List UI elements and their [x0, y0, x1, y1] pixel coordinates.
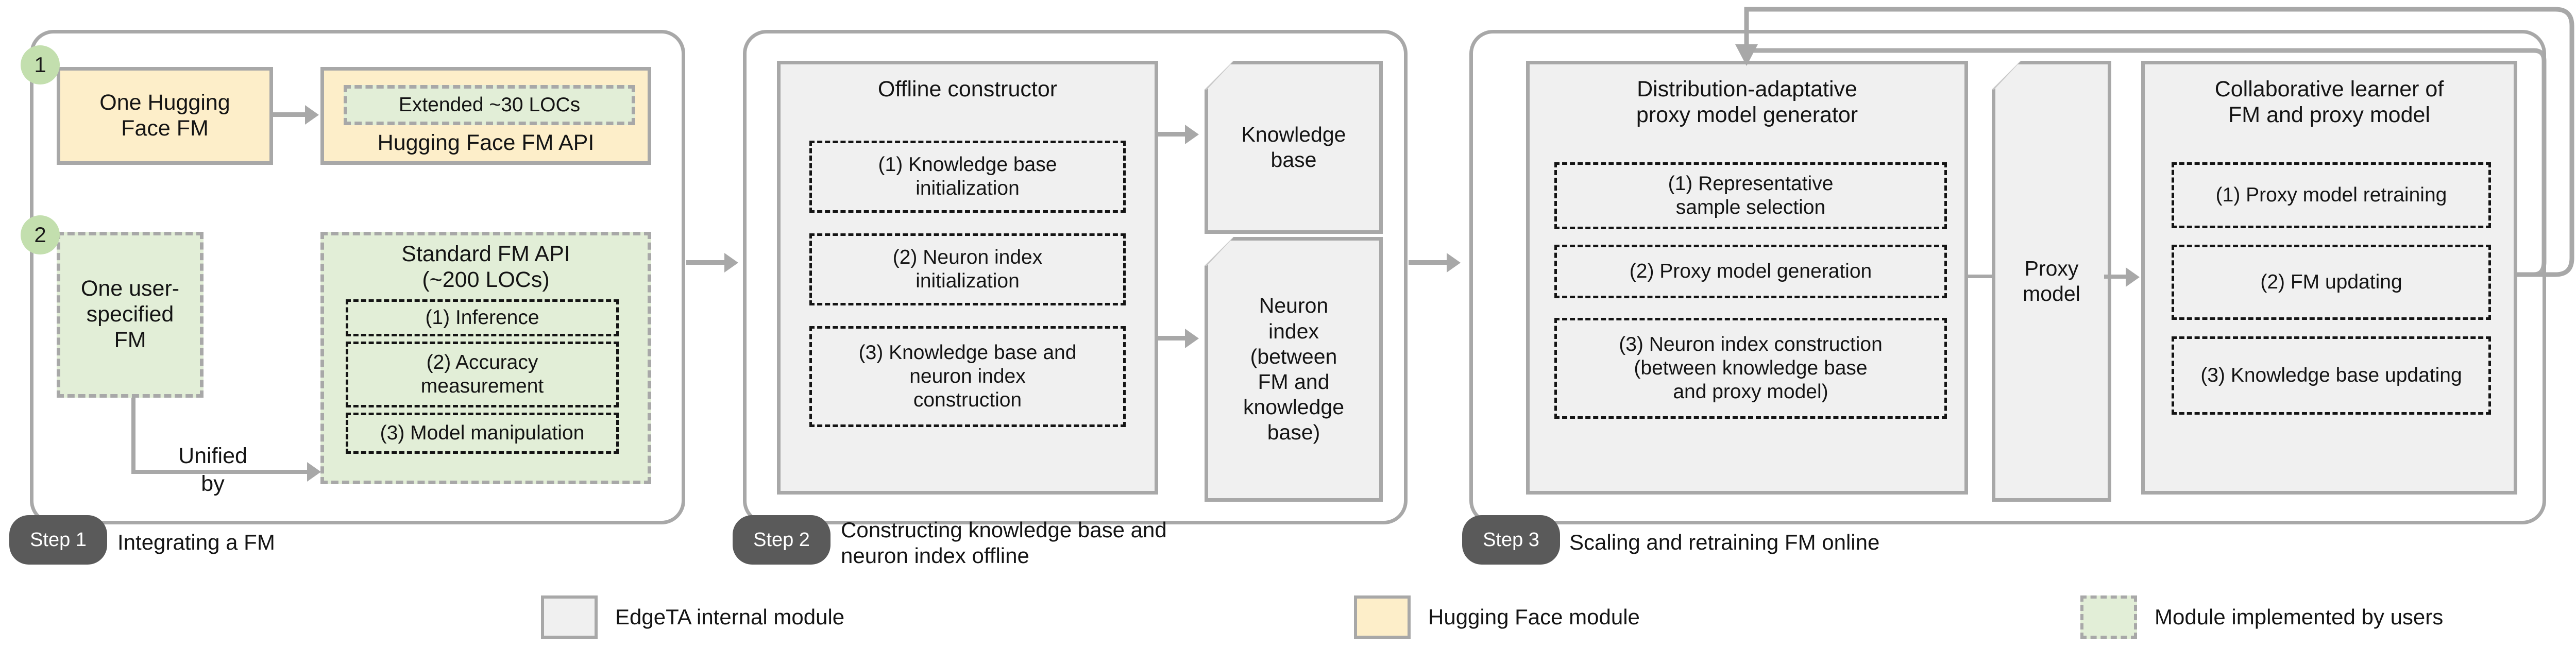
connector-generator-to-proxy-doc: [1968, 275, 1995, 278]
one-user-specified-fm-box[interactable]: One user- specified FM: [57, 232, 204, 398]
legend-swatch-user-icon: [2080, 595, 2137, 639]
arrow-offline-to-kb: [1185, 125, 1199, 144]
connector-unified-vertical: [131, 398, 135, 474]
step-pill-1: Step 1: [9, 515, 107, 565]
collaborative-learner-item-3[interactable]: (3) Knowledge base updating: [2172, 336, 2491, 415]
connector-unified-horizontal: [131, 470, 309, 474]
standard-api-item-2-label: (2) Accuracy measurement: [420, 351, 544, 397]
arrow-proxy-doc-to-learner: [2126, 267, 2140, 287]
one-hugging-face-fm-label: One Hugging Face FM: [99, 90, 230, 141]
step-caption-1: Integrating a FM: [117, 530, 275, 554]
standard-api-item-3[interactable]: (3) Model manipulation: [346, 413, 619, 454]
knowledge-base-document[interactable]: Knowledge base: [1205, 61, 1383, 234]
arrow-fm-to-api: [305, 105, 319, 125]
step-caption-3: Scaling and retraining FM online: [1569, 530, 1880, 554]
extended-30-locs-label: Extended ~30 LOCs: [398, 93, 581, 116]
offline-constructor-item-3[interactable]: (3) Knowledge base and neuron index cons…: [809, 326, 1126, 427]
proxy-generator-item-1[interactable]: (1) Representative sample selection: [1554, 162, 1947, 229]
step-caption-2: Constructing knowledge base and neuron i…: [841, 518, 1167, 568]
legend-swatch-huggingface-icon: [1354, 595, 1411, 639]
legend-item-user: Module implemented by users: [2080, 595, 2443, 639]
arrow-unified-by: [307, 462, 321, 482]
standard-fm-api-title: Standard FM API (~200 LOCs): [401, 242, 570, 292]
proxy-model-generator-title: Distribution-adaptative proxy model gene…: [1636, 77, 1858, 127]
connector-step1-to-step2: [686, 260, 726, 265]
standard-api-item-2[interactable]: (2) Accuracy measurement: [346, 342, 619, 407]
connector-offline-to-neuron-index: [1158, 336, 1188, 340]
collaborative-learner-item-2-label: (2) FM updating: [2260, 270, 2402, 293]
collaborative-learner-item-1[interactable]: (1) Proxy model retraining: [2172, 162, 2491, 228]
legend-label-user: Module implemented by users: [2155, 605, 2444, 629]
connector-offline-to-kb: [1158, 132, 1188, 137]
standard-api-item-1[interactable]: (1) Inference: [346, 299, 619, 336]
knowledge-base-label: Knowledge base: [1241, 122, 1346, 172]
neuron-index-label: Neuron index (between FM and knowledge b…: [1243, 294, 1345, 445]
standard-api-item-3-label: (3) Model manipulation: [380, 421, 585, 444]
arrow-step1-to-step2: [724, 253, 738, 273]
offline-constructor-item-3-label: (3) Knowledge base and neuron index cons…: [858, 341, 1077, 411]
proxy-generator-item-1-label: (1) Representative sample selection: [1668, 172, 1834, 218]
proxy-generator-item-3-label: (3) Neuron index construction (between k…: [1619, 333, 1883, 403]
extended-30-locs-box[interactable]: Extended ~30 LOCs: [344, 85, 635, 125]
step-pill-2: Step 2: [733, 515, 831, 565]
proxy-generator-item-2-label: (2) Proxy model generation: [1629, 260, 1872, 282]
offline-constructor-item-2[interactable]: (2) Neuron index initialization: [809, 233, 1126, 305]
standard-fm-api-box[interactable]: Standard FM API (~200 LOCs) (1) Inferenc…: [320, 232, 651, 484]
unified-by-label-wrap: Unified by: [148, 432, 277, 509]
legend: EdgeTA internal module Hugging Face modu…: [541, 592, 2443, 644]
badge-number-1: 1: [21, 45, 60, 84]
neuron-index-document[interactable]: Neuron index (between FM and knowledge b…: [1205, 237, 1383, 502]
proxy-model-generator-box[interactable]: Distribution-adaptative proxy model gene…: [1526, 61, 1968, 495]
collaborative-learner-item-3-label: (3) Knowledge base updating: [2200, 364, 2462, 386]
offline-constructor-title: Offline constructor: [877, 77, 1058, 101]
offline-constructor-item-1-label: (1) Knowledge base initialization: [878, 153, 1057, 199]
connector-step2-to-step3: [1409, 260, 1449, 265]
arrow-step2-to-step3: [1447, 253, 1461, 273]
one-user-specified-fm-label: One user- specified FM: [80, 276, 180, 352]
proxy-model-document[interactable]: Proxy model: [1992, 61, 2111, 502]
legend-swatch-internal-icon: [541, 595, 598, 639]
legend-item-huggingface: Hugging Face module: [1354, 595, 1640, 639]
collaborative-learner-title: Collaborative learner of FM and proxy mo…: [2214, 77, 2444, 127]
connector-fm-to-api: [273, 112, 307, 117]
proxy-generator-item-3[interactable]: (3) Neuron index construction (between k…: [1554, 318, 1947, 419]
offline-constructor-box[interactable]: Offline constructor (1) Knowledge base i…: [777, 61, 1756, 495]
collaborative-learner-item-2[interactable]: (2) FM updating: [2172, 245, 2491, 320]
collaborative-learner-item-1-label: (1) Proxy model retraining: [2215, 183, 2447, 206]
connector-proxy-doc-to-learner: [2104, 275, 2129, 279]
badge-number-2: 2: [21, 215, 60, 254]
one-hugging-face-fm-box[interactable]: One Hugging Face FM: [57, 67, 273, 165]
proxy-model-label: Proxy model: [2023, 256, 2080, 305]
collaborative-learner-box[interactable]: Collaborative learner of FM and proxy mo…: [2141, 61, 2517, 495]
standard-api-item-1-label: (1) Inference: [425, 306, 539, 329]
legend-item-internal: EdgeTA internal module: [541, 595, 844, 639]
offline-constructor-item-2-label: (2) Neuron index initialization: [892, 246, 1043, 292]
unified-by-label: Unified by: [178, 444, 247, 496]
legend-label-internal: EdgeTA internal module: [615, 605, 845, 629]
hugging-face-fm-api-box[interactable]: Extended ~30 LOCs Hugging Face FM API: [320, 67, 651, 165]
step-pill-3: Step 3: [1462, 515, 1560, 565]
hugging-face-fm-api-label: Hugging Face FM API: [377, 130, 595, 155]
arrow-offline-to-neuron-index: [1185, 329, 1199, 348]
offline-constructor-item-1[interactable]: (1) Knowledge base initialization: [809, 141, 1126, 213]
legend-label-huggingface: Hugging Face module: [1428, 605, 1640, 629]
proxy-generator-item-2[interactable]: (2) Proxy model generation: [1554, 245, 1947, 298]
